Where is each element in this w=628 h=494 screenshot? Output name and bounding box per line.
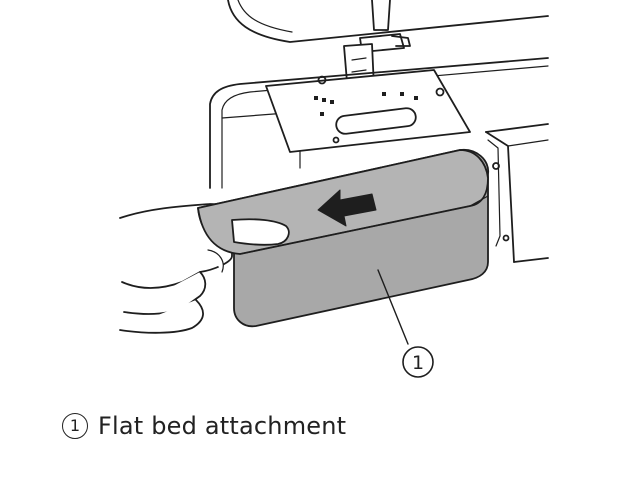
caption-marker: 1 [62, 413, 88, 439]
needle-plate [266, 70, 470, 152]
machine-side-panel [486, 124, 548, 262]
caption-text: Flat bed attachment [98, 412, 346, 440]
caption: 1 Flat bed attachment [62, 412, 346, 440]
sewing-machine-illustration: 1 [0, 0, 628, 400]
thumb [232, 219, 289, 245]
callout-number: 1 [412, 352, 424, 374]
